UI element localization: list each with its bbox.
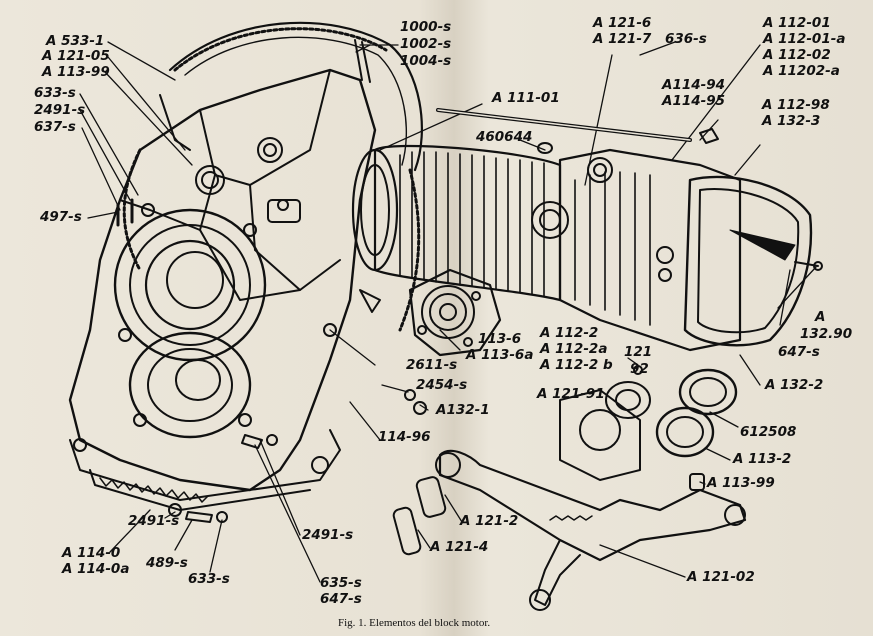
part-label: 460644: [476, 129, 533, 145]
part-label: A 11202-a: [763, 63, 840, 79]
pins: [392, 476, 447, 556]
part-label: A 113-99: [707, 475, 775, 491]
part-label: A 121-2: [460, 513, 519, 529]
part-label: 497-s: [40, 209, 82, 225]
part-label: 2491-s: [34, 102, 86, 118]
part-label: A 121-91: [537, 386, 605, 402]
part-label: A132-1: [436, 402, 490, 418]
figure-caption: Fig. 1. Elementos del block motor.: [338, 617, 491, 629]
valve-cover: [683, 175, 823, 347]
part-label: 2491-s: [128, 513, 180, 529]
crankcase: [68, 39, 377, 492]
crankshaft: [435, 389, 747, 611]
part-label: 647-s: [320, 591, 362, 607]
bearing-bores: [113, 208, 267, 439]
part-label: A 132-2: [765, 377, 824, 393]
part-label: 637-s: [34, 119, 76, 135]
lower-flange: [69, 429, 341, 511]
small-fasteners: [323, 289, 427, 415]
part-label: A114-94: [662, 77, 726, 93]
part-label: A 113-2: [733, 451, 792, 467]
part-label: A 114-0: [62, 545, 121, 561]
part-label: 114-96: [378, 429, 431, 445]
left-studs: [116, 198, 155, 227]
flywheel-ring: [122, 21, 423, 332]
part-label: 633-s: [34, 85, 76, 101]
part-label: A 114-0a: [62, 561, 130, 577]
part-label: 647-s: [778, 344, 820, 360]
part-label: A 113-99: [42, 64, 110, 80]
part-label: A 112-02: [763, 47, 831, 63]
part-label: A 121-4: [430, 539, 489, 555]
part-label: A 121-6: [593, 15, 652, 31]
bottom-bolts: [168, 434, 278, 523]
part-label: 489-s: [146, 555, 188, 571]
part-label: A 121-02: [687, 569, 755, 585]
part-label: A 112-2a: [540, 341, 608, 357]
part-label: A 112-98: [762, 97, 830, 113]
part-label: 635-s: [320, 575, 362, 591]
part-label: 2454-s: [416, 377, 468, 393]
part-label: A 112-2: [540, 325, 599, 341]
part-label: 113-6: [478, 331, 522, 347]
part-label: A 113-6a: [466, 347, 534, 363]
part-label: A 132-3: [762, 113, 821, 129]
part-label: 132.90: [800, 326, 853, 342]
part-label: 2611-s: [406, 357, 458, 373]
part-label: A 533-1: [46, 33, 105, 49]
part-label: A 121-7: [593, 31, 652, 47]
cylinder-barrel: [351, 144, 569, 302]
part-label: A 112-01: [763, 15, 831, 31]
part-label: 1000-s: [400, 19, 452, 35]
part-label: A 112-2 b: [540, 357, 613, 373]
long-stud: [436, 108, 719, 154]
part-label: 636-s: [665, 31, 707, 47]
part-label: 1004-s: [400, 53, 452, 69]
part-label: 1002-s: [400, 36, 452, 52]
bearings: [605, 365, 738, 491]
part-label: A 112-01-a: [763, 31, 846, 47]
part-label: A 111-01: [492, 90, 560, 106]
part-label: 2491-s: [302, 527, 354, 543]
part-label: A: [815, 309, 826, 325]
leader-lines: [79, 41, 817, 583]
part-label: 121: [624, 344, 653, 360]
part-label: 633-s: [188, 571, 230, 587]
part-label: 612508: [740, 424, 797, 440]
part-label: 92: [630, 361, 649, 377]
part-label: A114-95: [662, 93, 726, 109]
cylinder-head: [558, 148, 742, 352]
part-label: A 121-05: [42, 48, 110, 64]
oil-pump-cover: [408, 268, 502, 357]
